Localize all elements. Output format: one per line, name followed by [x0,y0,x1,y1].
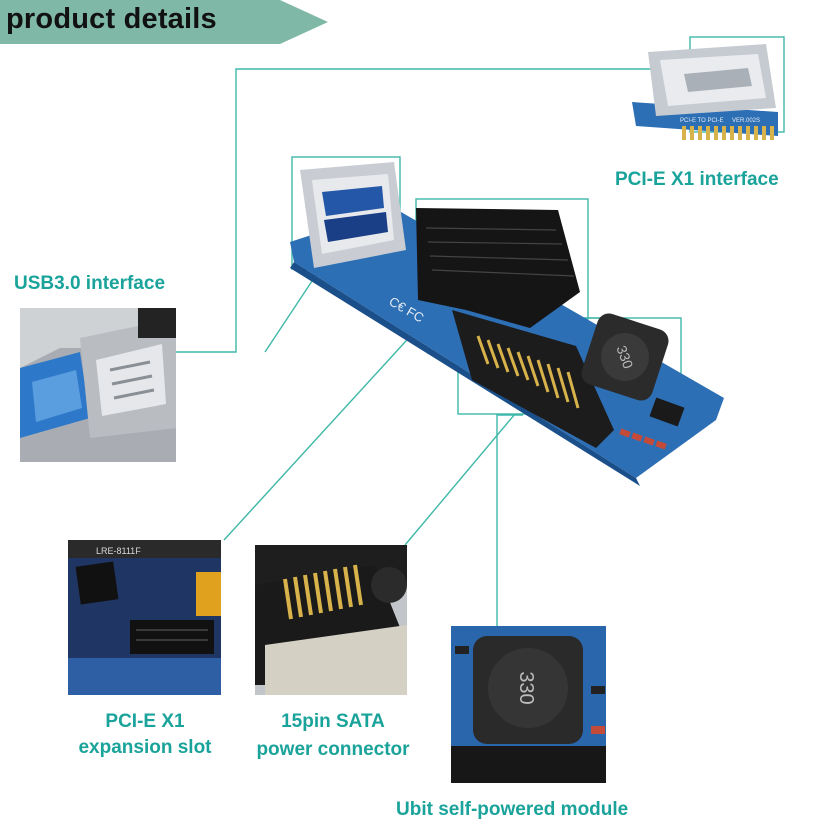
pcie-slot-photo: LRE-8111F [68,540,221,695]
inset-chip-text: LRE-8111F [96,546,141,556]
pcb-text-1: PCI-E TO PCI-E [680,118,723,124]
inset-inductor-code-text: 330 [515,671,537,704]
pcie-x1-card-image: PCI-E TO PCI-E VER.002S [628,30,788,148]
pcb-text-2: VER.002S [732,118,760,124]
banner-arrow-shape [0,0,328,44]
label-pcie-x1-interface: PCI-E X1 interface [615,169,779,190]
label-pcie-x1-slot-line2: expansion slot [78,737,212,758]
label-pcie-x1-slot-line1: PCI-E X1 [105,711,185,732]
usb-port-photo [20,308,176,462]
header-banner: product details [0,0,330,44]
main-board-image: 330 C€ FC [276,150,726,490]
label-sata-line2: power connector [256,739,410,760]
sata-connector-photo [255,545,407,695]
label-sata-line1: 15pin SATA [281,711,385,732]
inductor-code-text: 330 [613,343,636,371]
page-title: product details [6,3,217,35]
label-ubit-module: Ubit self-powered module [396,799,629,820]
ubit-module-photo: 330 [451,626,606,783]
label-usb30-interface: USB3.0 interface [14,273,166,294]
